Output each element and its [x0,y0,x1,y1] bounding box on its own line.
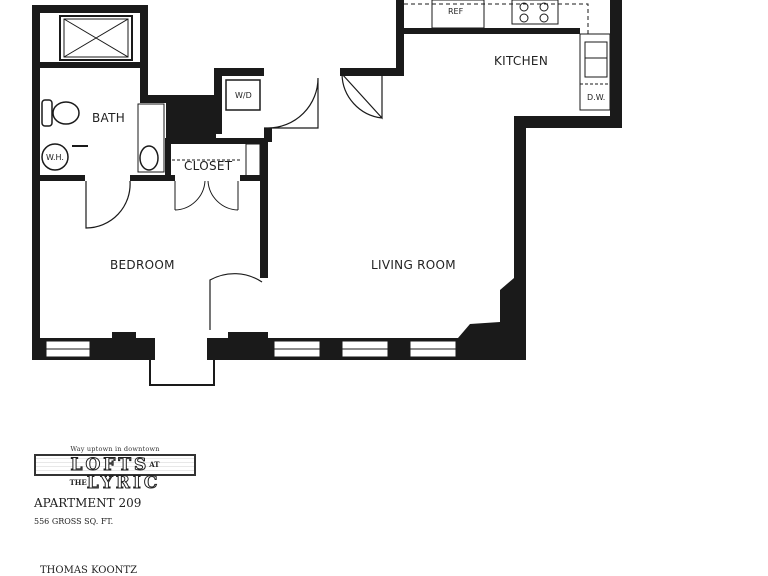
fixture-label-water-heater: W.H. [46,153,64,162]
closet-shelf [172,143,261,211]
fixture-label-dishwasher: D.W. [587,93,606,102]
logo-name-at: AT THE [69,460,160,487]
bath-sink [137,103,165,173]
door-swings [85,73,383,330]
room-label-bedroom: BEDROOM [110,258,175,272]
agent-name: THOMAS KOONTZ [40,565,138,576]
logo-tagline: Way uptown in downtown [70,445,160,453]
room-label-bath: BATH [92,111,126,125]
fixture-label-washer-dryer: W/D [235,91,252,100]
room-label-living-room: LIVING ROOM [371,258,456,272]
building-logo: Way uptown in downtown LOFTSAT THELYRIC [34,445,196,493]
corner-column [458,278,514,338]
washer-dryer [225,79,261,111]
windows [45,340,457,358]
room-label-closet: CLOSET [184,159,233,173]
water-heater [41,143,69,171]
shower [59,15,133,61]
logo-name-lofts: LOFTS [70,455,150,475]
apartment-number: APARTMENT 209 [34,496,142,510]
balcony [112,332,268,386]
room-label-kitchen: KITCHEN [494,54,549,68]
apartment-area: 556 GROSS SQ. FT. [34,517,114,526]
toilet [41,99,80,127]
logo-name: LOFTSAT THELYRIC [34,454,196,493]
fixture-label-ref: REF [448,7,464,16]
logo-name-lyric: LYRIC [86,473,161,493]
kitchen-counters [404,0,611,111]
